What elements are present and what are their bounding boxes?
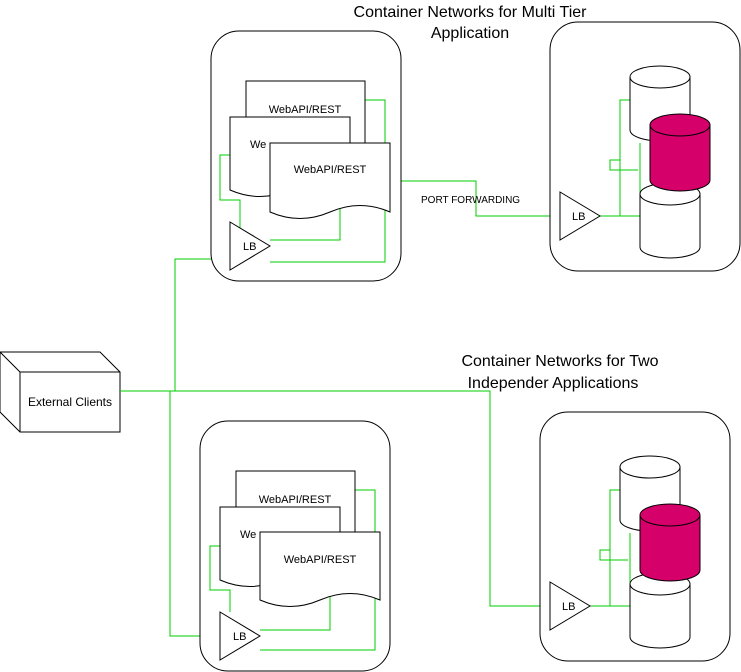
load-balancer-db-bottom xyxy=(549,581,591,631)
external-clients-label: External Clients xyxy=(28,395,112,409)
database-cylinder-back-2 xyxy=(619,455,681,532)
title-two-apps-line2: Independer Applications xyxy=(468,375,639,392)
webapi-label-bottom-back: WebAPI/REST xyxy=(259,494,332,506)
port-forwarding-label: PORT FORWARDING xyxy=(421,195,520,206)
webapi-label-middle: We xyxy=(250,139,266,151)
load-balancer-bottom xyxy=(219,611,261,661)
bottom-container: WebAPI/REST We WebAPI/REST LB xyxy=(199,420,391,672)
title-multi-tier-line2: Application xyxy=(431,25,509,42)
database-cylinder-bottom-2 xyxy=(629,572,691,649)
webapi-label-front: WebAPI/REST xyxy=(294,164,367,176)
load-balancer-db-top xyxy=(559,191,601,241)
lb-label-bottom: LB xyxy=(233,631,246,643)
database-cylinder-bottom xyxy=(639,182,701,259)
webapi-label-bottom-middle: We xyxy=(240,529,256,541)
lb-label-top: LB xyxy=(243,241,256,253)
external-clients-box: External Clients xyxy=(0,351,121,433)
top-container: WebAPI/REST We WebAPI/REST LB xyxy=(210,30,402,282)
top-db-container: LB xyxy=(549,21,741,272)
load-balancer-top xyxy=(229,221,271,271)
database-cylinder-highlight-2 xyxy=(639,503,701,582)
bottom-db-container: LB xyxy=(539,411,731,662)
webapi-label-back: WebAPI/REST xyxy=(269,104,342,116)
lb-label-db-top: LB xyxy=(572,211,585,223)
title-multi-tier-line1: Container Networks for Multi Tier xyxy=(354,4,588,21)
title-two-apps-line1: Container Networks for Two xyxy=(461,353,658,370)
main-connectors xyxy=(120,180,560,637)
database-cylinder-highlight xyxy=(649,113,711,192)
webapi-label-bottom-front: WebAPI/REST xyxy=(284,554,357,566)
lb-label-db-bottom: LB xyxy=(562,601,575,613)
